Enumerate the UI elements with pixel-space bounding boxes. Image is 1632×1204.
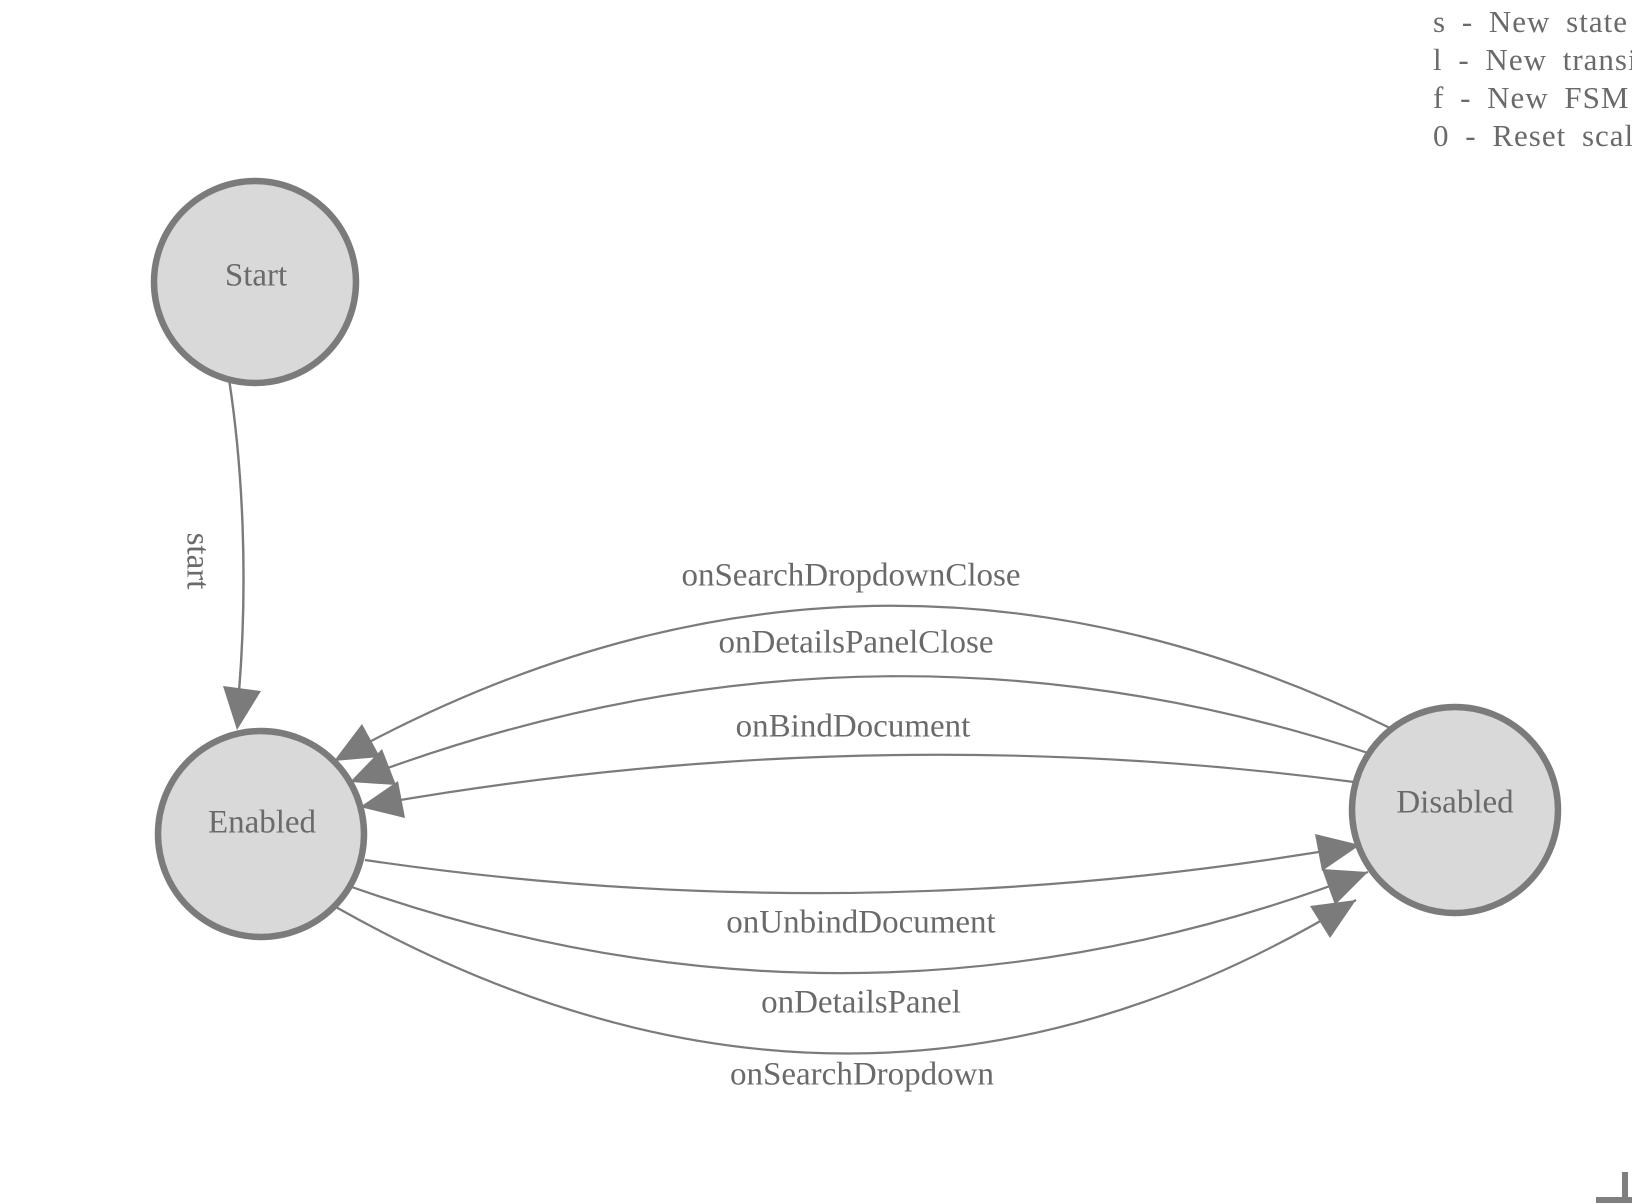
transition-edges <box>227 378 1391 1055</box>
arrowhead-start-edge <box>223 686 261 730</box>
arrowhead-onBindDocument <box>360 781 405 818</box>
legend-line-reset-scale: 0 - Reset scale <box>1433 118 1632 153</box>
transition-label-onUnbindDocument[interactable]: onUnbindDocument <box>726 904 996 941</box>
transition-label-onSearchDropdownClose[interactable]: onSearchDropdownClose <box>681 557 1021 594</box>
edge-arrowheads <box>223 686 1368 938</box>
edge-onDetailsPanel[interactable] <box>348 870 1369 975</box>
transition-label-onDetailsPanelClose[interactable]: onDetailsPanelClose <box>718 624 994 661</box>
transition-label-start[interactable]: start <box>179 532 216 590</box>
state-node-start[interactable] <box>150 177 360 387</box>
edge-onBindDocument[interactable] <box>359 753 1355 809</box>
canvas-corner-bracket-horizontal <box>1596 1197 1632 1203</box>
arrowhead-onUnbindDocument <box>1315 834 1360 871</box>
edge-onSearchDropdown[interactable] <box>333 899 1357 1055</box>
transition-label-onDetailsPanel[interactable]: onDetailsPanel <box>761 984 961 1021</box>
legend-line-new-fsm: f - New FSM <box>1433 80 1630 115</box>
state-label-disabled: Disabled <box>1396 784 1514 821</box>
legend-line-new-transition: l - New transition <box>1433 42 1632 77</box>
transition-label-onSearchDropdown[interactable]: onSearchDropdown <box>730 1056 994 1093</box>
edge-onSearchDropdownClose[interactable] <box>333 604 1391 762</box>
state-label-enabled: Enabled <box>207 804 317 841</box>
arrowhead-onSearchDropdown <box>1310 900 1356 938</box>
arrowhead-onDetailsPanel <box>1322 869 1368 905</box>
edge-start-to-enabled[interactable] <box>227 378 245 693</box>
state-node-disabled[interactable] <box>1348 703 1562 917</box>
canvas-corner-bracket-vertical <box>1622 1172 1628 1203</box>
state-nodes <box>150 177 1562 941</box>
arrowhead-onSearchDropdownClose <box>334 724 380 761</box>
arrowhead-onDetailsPanelClose <box>350 749 396 785</box>
edge-onUnbindDocument[interactable] <box>364 843 1361 895</box>
legend-line-new-state: s - New state <box>1433 4 1628 39</box>
state-label-start: Start <box>224 257 288 294</box>
transition-label-onBindDocument[interactable]: onBindDocument <box>735 708 971 745</box>
edge-onDetailsPanelClose[interactable] <box>349 675 1369 784</box>
state-node-enabled[interactable] <box>154 727 368 941</box>
